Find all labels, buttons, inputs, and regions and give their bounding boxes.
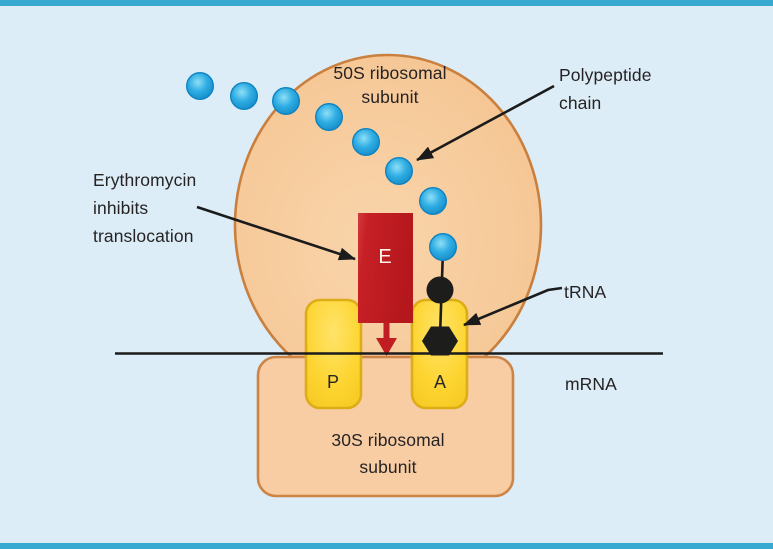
label-trna: tRNA — [564, 282, 607, 302]
polypeptide-bead — [352, 127, 381, 156]
trna-anticodon-hexagon — [422, 326, 458, 356]
polypeptide-chain — [185, 71, 458, 261]
trna-body-circle — [426, 276, 454, 304]
label-50s-subunit: 50S ribosomal subunit — [333, 63, 447, 107]
trna-arrow — [463, 286, 563, 327]
e-site-letter: E — [378, 246, 392, 268]
label-mrna: mRNA — [565, 374, 617, 394]
polypeptide-bead — [429, 232, 458, 261]
p-site-letter: P — [326, 372, 340, 392]
polypeptide-bead — [315, 102, 344, 131]
polypeptide-arrow — [416, 84, 555, 162]
polypeptide-bead — [272, 86, 301, 115]
erythromycin-block — [358, 213, 413, 323]
a-site-letter: A — [433, 372, 447, 392]
polypeptide-bead — [185, 71, 214, 100]
top-accent-bar — [0, 0, 773, 6]
polypeptide-bead — [229, 81, 258, 110]
erythromycin-arrow — [196, 205, 356, 261]
bottom-accent-bar — [0, 543, 773, 549]
polypeptide-bead — [385, 156, 414, 185]
label-30s-subunit: 30S ribosomal subunit — [331, 430, 445, 477]
label-erythromycin-inhibits: Erythromycin inhibits translocation — [93, 170, 197, 246]
translocation-blocked-arrow — [376, 322, 397, 356]
polypeptide-bead — [419, 186, 448, 215]
label-polypeptide-chain: Polypeptide chain — [559, 65, 652, 113]
